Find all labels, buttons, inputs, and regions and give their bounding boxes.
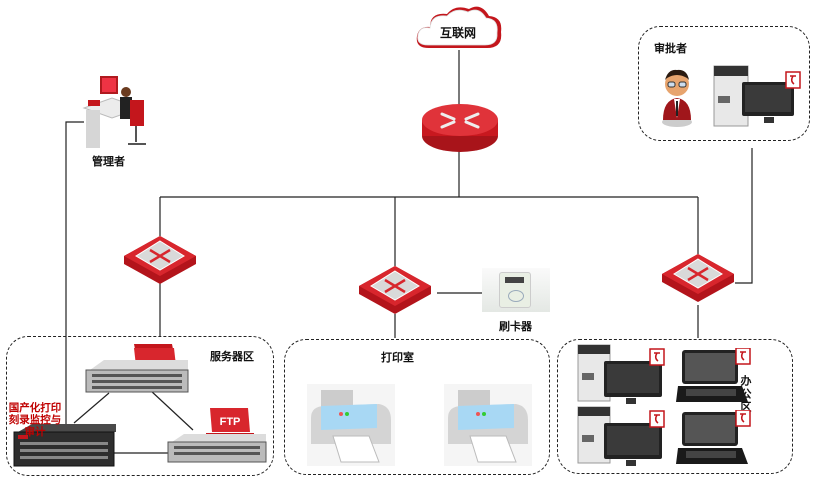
print-room-label: 打印室 (381, 351, 414, 364)
approver-desktop-icon[interactable] (712, 62, 804, 128)
server-zone-label: 服务器区 (210, 350, 254, 363)
admin-workstation-icon[interactable] (82, 70, 152, 152)
approver-zone (638, 26, 810, 141)
approver-zone-label: 审批者 (654, 42, 687, 55)
core-router-icon[interactable] (420, 100, 500, 155)
printer-2-icon[interactable] (444, 384, 532, 466)
audit-server-label: 国产化打印刻录监控与审计 (8, 402, 62, 438)
office-zone-label: 办公区 (739, 375, 752, 414)
printer-1-icon[interactable] (307, 384, 395, 466)
admin-label: 管理者 (92, 155, 125, 168)
office-laptop-1-icon[interactable] (676, 348, 756, 404)
link-switch-office-approver (735, 148, 753, 284)
office-zone (557, 339, 793, 474)
internet-cloud-icon[interactable] (413, 4, 505, 52)
ftp-badge-text: FTP (220, 416, 241, 428)
office-desktop-1-icon[interactable] (576, 343, 668, 407)
link-admin-audit (65, 121, 84, 428)
switch-office-icon[interactable] (660, 252, 736, 304)
internet-label: 互联网 (440, 26, 477, 40)
switch-server-icon[interactable] (122, 234, 198, 286)
card-reader-label: 刷卡器 (499, 320, 532, 333)
ftp-server-icon[interactable]: FTP (166, 406, 270, 466)
storage-server-icon[interactable] (84, 340, 194, 396)
card-reader-icon[interactable] (482, 268, 550, 312)
link-storage-audit (73, 392, 110, 424)
office-laptop-2-icon[interactable] (676, 410, 756, 466)
switch-print-icon[interactable] (357, 264, 433, 316)
link-storage-ftp (149, 389, 194, 431)
office-desktop-2-icon[interactable] (576, 405, 668, 469)
print-room-zone (284, 339, 550, 475)
approver-avatar-icon (662, 69, 692, 127)
audit-server-icon[interactable] (12, 422, 118, 470)
server-zone (6, 336, 274, 476)
